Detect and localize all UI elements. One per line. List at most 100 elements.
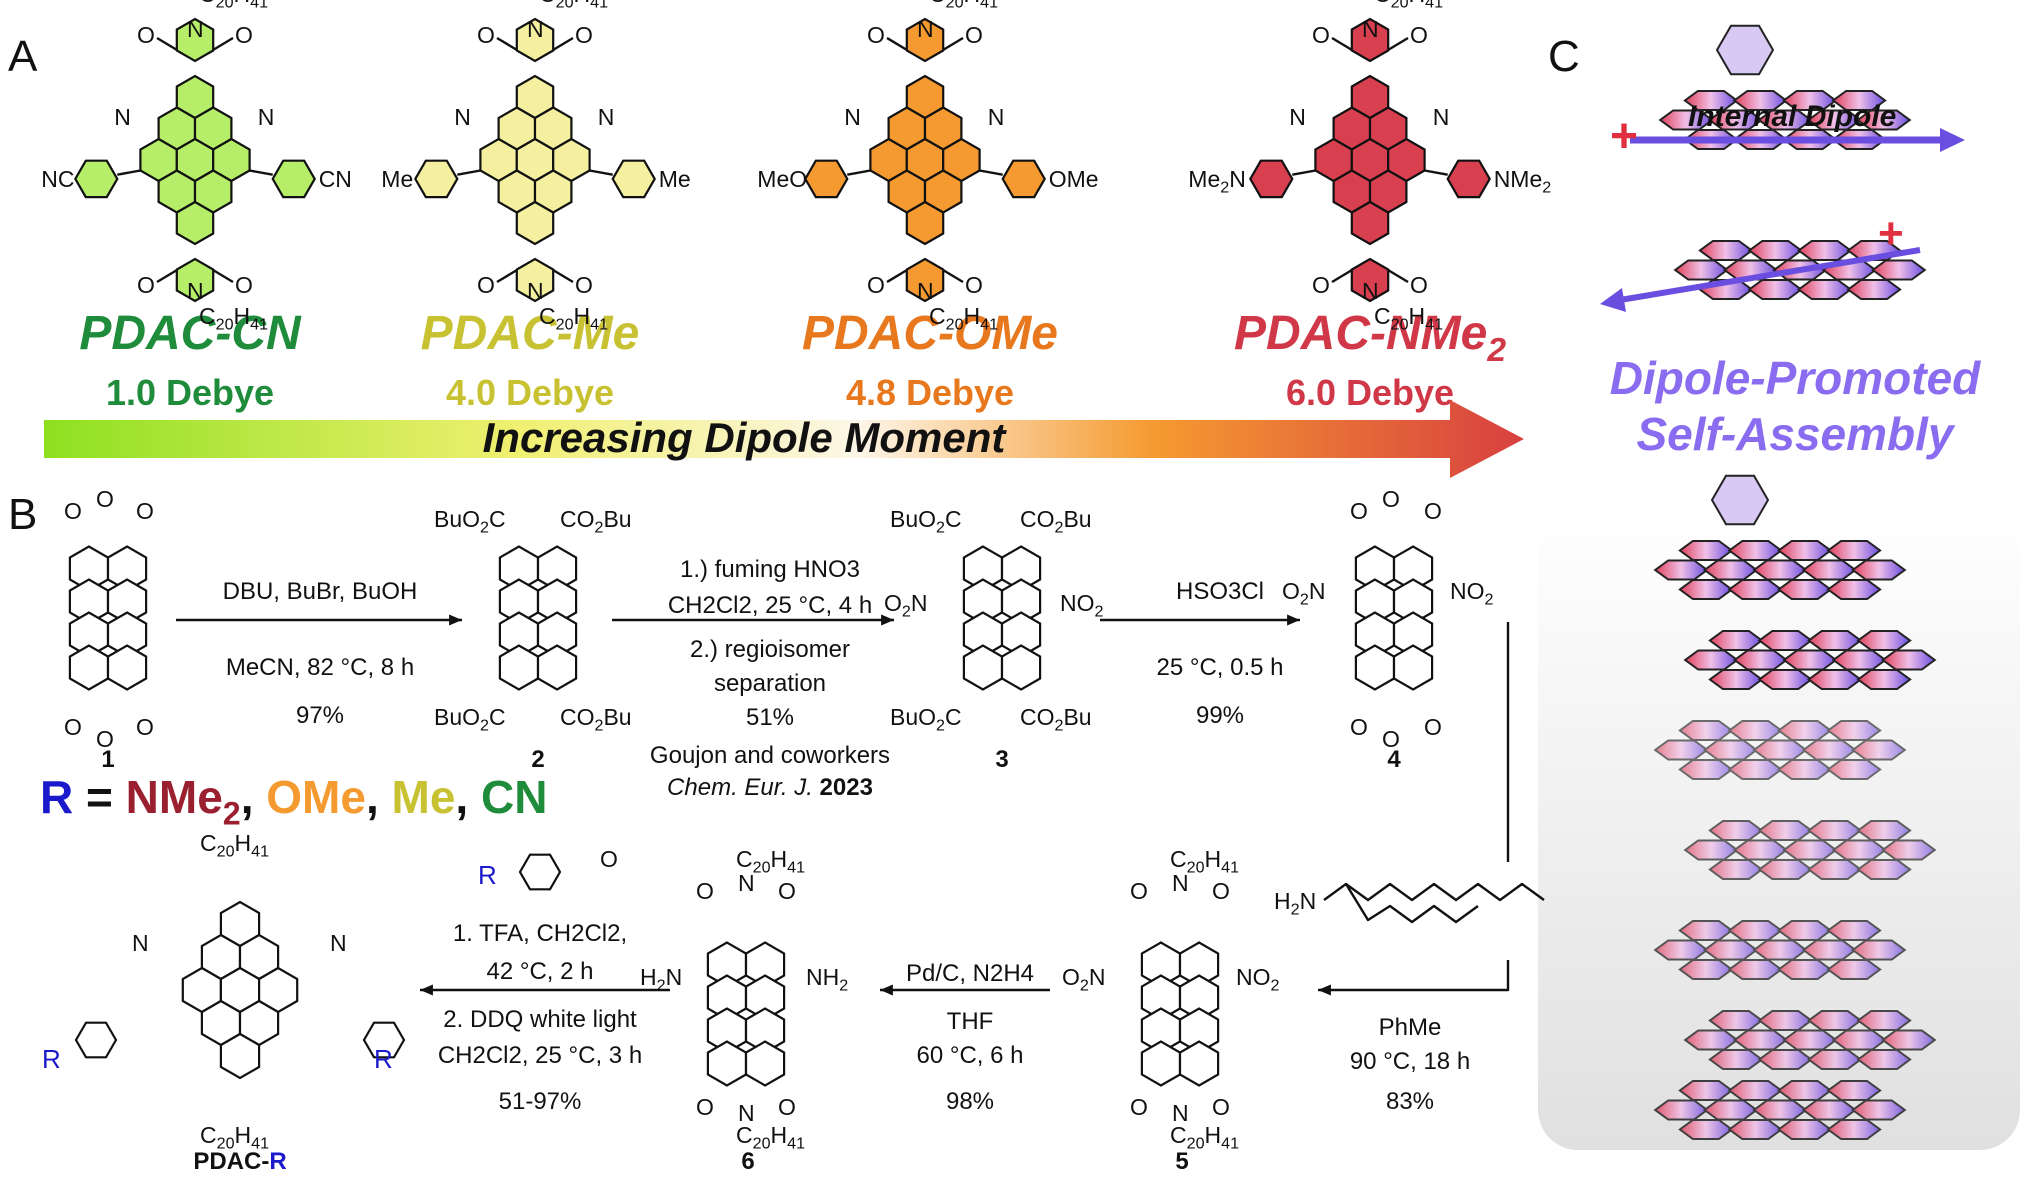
sheet-hexagon: [1881, 649, 1937, 671]
stack-top-hexagon: [1710, 474, 1770, 526]
pdac-3-aryl-bond: [1424, 169, 1448, 176]
cmpd2-ring: [536, 644, 578, 691]
sheet-hexagon: [1747, 279, 1803, 300]
sheet-hexagon: [1851, 1099, 1907, 1121]
pdac-1-carbonyl: [552, 268, 574, 284]
step1-conditions: MeCN, 82 °C, 8 h: [225, 654, 415, 681]
pdac-0-right-substituent: CN: [318, 165, 352, 192]
pdac-2-n-imide: N: [917, 16, 934, 42]
panel-letter-b: B: [8, 490, 38, 539]
dipole-arrow-head: [1940, 128, 1965, 152]
pdacr-n: N: [330, 930, 347, 956]
sheet-hexagon: [1807, 1049, 1863, 1070]
pdac-0-imide-top: [175, 17, 215, 63]
sheet-hexagon: [1708, 669, 1764, 690]
sheet-hexagon: [1708, 1049, 1764, 1070]
pdac-3-o-label: O: [1410, 22, 1428, 48]
pdac-1-ring: [515, 200, 555, 246]
cmpd5-chain: C20H41: [1170, 846, 1240, 877]
trend-arrow-label: Increasing Dipole Moment: [482, 414, 1006, 461]
pdac-3-imide-bottom: [1350, 257, 1390, 303]
graphene-sheet: [1683, 630, 1937, 690]
pdac-3-n-imide: N: [1362, 278, 1379, 304]
compound-number-5: 5: [1175, 1148, 1189, 1175]
step3-yield: 99%: [1195, 702, 1245, 729]
pdac-2-carbonyl: [886, 36, 908, 52]
cmpd2-ester: BuO2C: [434, 704, 506, 735]
cmpd5-o: O: [1130, 1094, 1148, 1120]
pdac-0-aryl-bond: [117, 169, 141, 176]
cmpd6-o: O: [696, 878, 714, 904]
pdac-0-o-label: O: [235, 22, 253, 48]
pdac-1-o-label: O: [477, 272, 495, 298]
pdac-1-n-imide: N: [527, 278, 544, 304]
cmpd1-o: O: [136, 498, 154, 524]
cmpd6-chain: C20H41: [736, 1122, 806, 1153]
pdac-1-o-label: O: [477, 22, 495, 48]
pdac-1-chain-top: C20H41: [539, 0, 609, 12]
dipole-value-cn: 1.0 Debye: [105, 372, 275, 413]
step1-reagents: DBU, BuBr, BuOH: [222, 578, 418, 605]
cmpd3-ester: BuO2C: [890, 704, 962, 735]
step6-reagents-2: 2. DDQ white light: [443, 1006, 637, 1033]
pdac-3-imide-top: [1350, 17, 1390, 63]
sheet-hexagon: [1871, 259, 1927, 281]
cmpd4-ring: [1354, 644, 1396, 691]
panel-letter-a: A: [8, 32, 38, 81]
pdac-2-o-label: O: [965, 272, 983, 298]
sheet-hexagon: [1727, 579, 1783, 600]
cmpd6-n: N: [738, 1100, 755, 1126]
aldehyde-o: O: [600, 846, 618, 872]
pdac-1-o-label: O: [575, 22, 593, 48]
cmpd3-ester: CO2Bu: [1020, 704, 1092, 735]
citation-authors: Goujon and coworkers: [649, 742, 891, 769]
pdac-2-left-substituent: MeO: [757, 165, 808, 192]
pdac-3-left-substituent: Me2N: [1188, 165, 1246, 197]
step3-reagent: HSO3Cl: [1175, 578, 1265, 605]
pdac-3-right-substituent: NMe2: [1493, 165, 1552, 197]
dipole-arrow-head-2: [1600, 288, 1626, 312]
pdac-3-left-phenyl-ring: [1249, 159, 1294, 199]
pdac-3-right-phenyl-ring: [1446, 159, 1491, 199]
pdac-0-ring: [175, 200, 215, 246]
sheet-hexagon: [1826, 959, 1882, 980]
pdac-0-chain-top: C20H41: [199, 0, 269, 12]
cmpd5-n: N: [1172, 1100, 1189, 1126]
pdac-3-carbonyl: [1331, 268, 1353, 284]
pdac-1-imide-bottom: [515, 257, 555, 303]
step2-separation-1: 2.) regioisomer: [689, 636, 851, 663]
cmpd6-o: O: [778, 878, 796, 904]
pdac-3-aryl-bond: [1292, 169, 1316, 176]
pdac-1-right-substituent: Me: [658, 165, 691, 192]
cmpd3-nitro: NO2: [1060, 590, 1104, 621]
pdac-3-ring: [1350, 200, 1390, 246]
pdac-3-o-label: O: [1312, 272, 1330, 298]
positive-pole-mark: +: [1610, 110, 1638, 163]
pdac-1-n-imide: N: [527, 16, 544, 42]
step2-yield: 51%: [745, 704, 795, 731]
dipole-value-ome: 4.8 Debye: [845, 372, 1015, 413]
graphene-sheet: [1658, 90, 1912, 150]
cmpd6-o: O: [778, 1094, 796, 1120]
cmpd5-ring: [1140, 1040, 1182, 1087]
pdac-0-left-substituent: NC: [41, 165, 75, 192]
cmpd6-n: N: [738, 870, 755, 896]
pdac-1-left-substituent: Me: [381, 165, 414, 192]
cmpd6-chain: C20H41: [736, 846, 806, 877]
cmpd5-chain: C20H41: [1170, 1122, 1240, 1153]
arrow-step6-head: [420, 984, 433, 996]
pdacr-n: N: [132, 930, 149, 956]
sheet-hexagon: [1678, 959, 1734, 980]
pdac-0-n-imide: N: [187, 278, 204, 304]
step5-conditions: 60 °C, 6 h: [916, 1042, 1024, 1069]
arrow-step1-head: [449, 614, 462, 626]
positive-pole-mark-2: +: [1878, 209, 1904, 258]
cmpd5-o: O: [1212, 1094, 1230, 1120]
sheet-hexagon: [1856, 1049, 1912, 1070]
cmpd3-nitro: O2N: [884, 590, 928, 621]
step6-reagents-1: 1. TFA, CH2Cl2,: [452, 920, 628, 947]
pdac-1-aryl-bond: [457, 169, 481, 176]
cmpd5-o: O: [1212, 878, 1230, 904]
pdac-1-carbonyl: [496, 268, 518, 284]
